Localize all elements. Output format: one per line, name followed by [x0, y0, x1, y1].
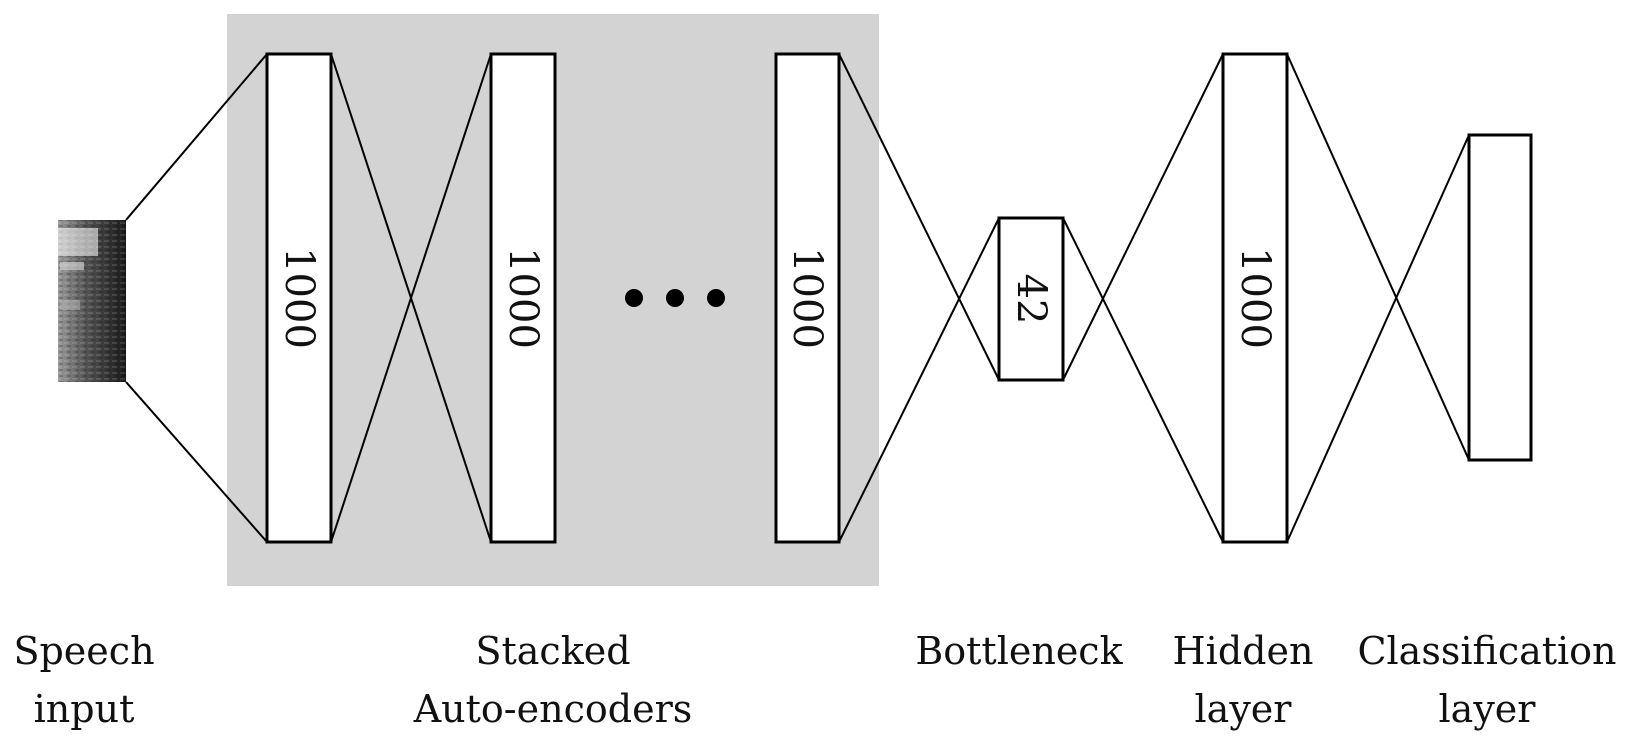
connection-line	[838, 53, 1000, 381]
connection-line	[838, 217, 1000, 543]
speech-input-spectrogram	[58, 220, 126, 382]
caption-classification-line-2: layer	[1439, 687, 1537, 731]
connection-line	[1062, 217, 1224, 543]
connection-line	[330, 53, 492, 543]
layer-1-size-label: 1000	[276, 247, 322, 349]
classification-layer	[1467, 133, 1533, 462]
hidden-size-label: 1000	[1232, 247, 1278, 349]
layer-2-size-label: 1000	[500, 247, 546, 349]
connections	[125, 53, 1470, 543]
caption-speech-line-1: Speech	[13, 629, 154, 673]
connection-line	[1062, 53, 1224, 381]
captions: Speech input Stacked Auto-encoders Bottl…	[13, 629, 1616, 731]
autoencoder-layer-1: 1000	[265, 52, 333, 544]
caption-stacked-line-1: Stacked	[475, 629, 630, 673]
connection-line	[125, 53, 268, 221]
autoencoder-layer-n: 1000	[774, 52, 841, 544]
hidden-layer: 1000	[1221, 52, 1289, 544]
caption-hidden-line-2: layer	[1195, 687, 1293, 731]
connection-line	[1286, 134, 1470, 543]
bottleneck-layer: 42	[997, 216, 1065, 382]
connection-line	[125, 381, 268, 543]
caption-bottleneck: Bottleneck	[915, 629, 1123, 673]
bottleneck-size-label: 42	[1008, 274, 1054, 325]
caption-hidden-line-1: Hidden	[1173, 629, 1314, 673]
layer-n-size-label: 1000	[784, 247, 830, 349]
caption-speech-line-2: input	[34, 687, 135, 731]
autoencoder-layer-2: 1000	[489, 52, 557, 544]
connection-line	[1286, 53, 1470, 461]
caption-stacked-line-2: Auto-encoders	[413, 687, 693, 731]
caption-classification-line-1: Classification	[1357, 629, 1616, 673]
ellipsis-icon	[625, 289, 725, 307]
